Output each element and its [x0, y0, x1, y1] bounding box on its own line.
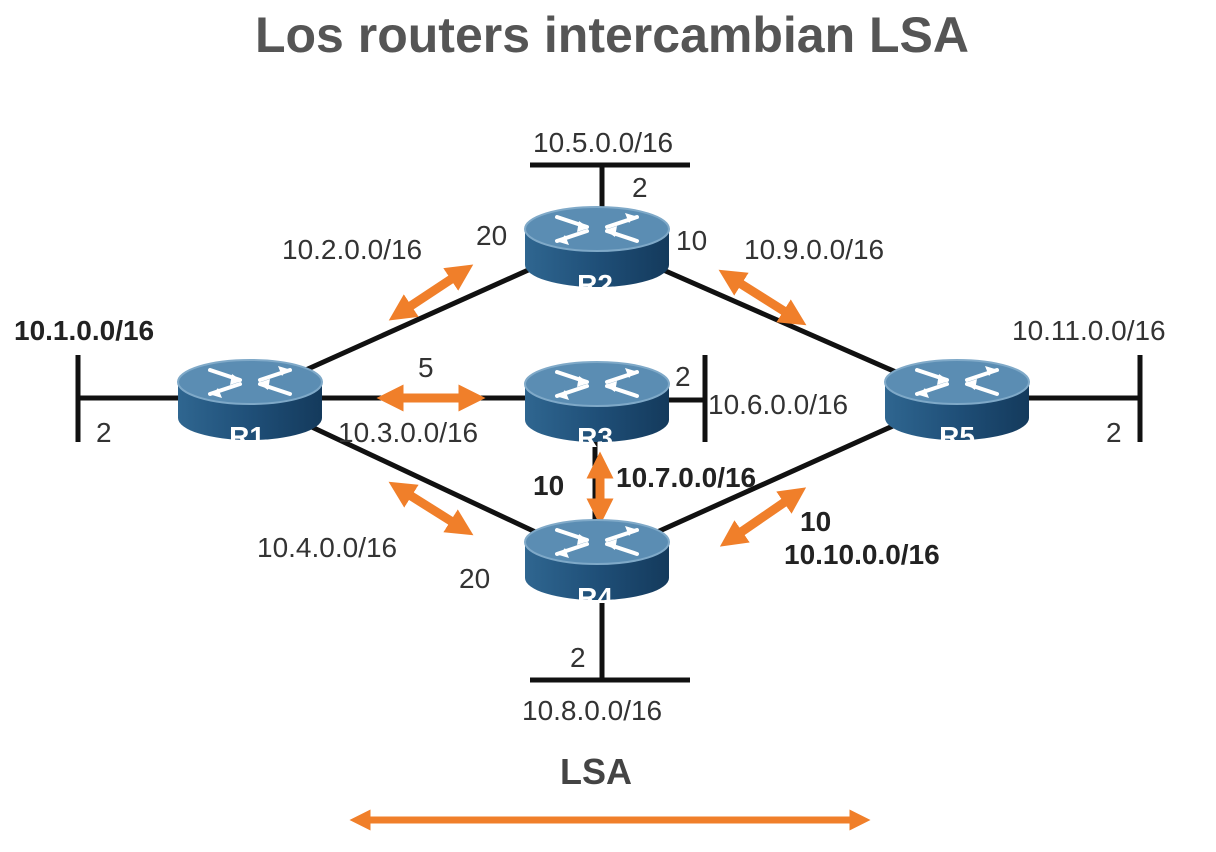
lsa-arrow-r1-r4: [388, 481, 474, 536]
network-label-10-8: 10.8.0.0/16: [522, 695, 662, 726]
network-label-10-7: 10.7.0.0/16: [616, 462, 756, 493]
router-label-r5: R5: [939, 421, 975, 452]
network-label-10-11: 10.11.0.0/16: [1012, 315, 1166, 346]
cost-label-r4-lan: 2: [570, 642, 586, 673]
router-label-r4: R4: [577, 582, 613, 613]
cost-label-r1-r2: 20: [476, 220, 507, 251]
cost-label-r1-r4: 20: [459, 563, 490, 594]
cost-label-r1-r3: 5: [418, 352, 434, 383]
legend: LSA: [349, 751, 871, 831]
cost-label-r2-lan: 2: [632, 172, 648, 203]
router-r1: R1: [176, 358, 324, 452]
diagram-title: Los routers intercambian LSA: [255, 7, 969, 63]
network-label-10-4: 10.4.0.0/16: [257, 532, 397, 563]
network-label-10-5: 10.5.0.0/16: [533, 127, 673, 158]
router-r4: R4: [523, 518, 671, 613]
router-r2: R2: [523, 205, 671, 300]
cost-label-r4-r5: 10: [800, 506, 831, 537]
router-label-r1: R1: [229, 421, 265, 452]
network-label-10-3: 10.3.0.0/16: [338, 417, 478, 448]
router-label-r3: R3: [577, 422, 613, 453]
cost-label-r3-r4: 10: [533, 470, 564, 501]
cost-label-r1-lan: 2: [96, 417, 112, 448]
cost-label-r3-lan: 2: [675, 361, 691, 392]
network-label-10-1: 10.1.0.0/16: [14, 315, 154, 346]
network-label-10-9: 10.9.0.0/16: [744, 234, 884, 265]
lsa-arrows: [376, 264, 807, 547]
cost-label-r5-lan: 2: [1106, 417, 1122, 448]
network-label-10-6: 10.6.0.0/16: [708, 389, 848, 420]
lsa-arrow-r4-r5: [719, 487, 807, 547]
router-r3: R3: [523, 360, 671, 453]
cost-label-r2-r5: 10: [676, 225, 707, 256]
network-label-10-2: 10.2.0.0/16: [282, 234, 422, 265]
router-label-r2: R2: [577, 269, 613, 300]
network-label-10-10: 10.10.0.0/16: [784, 539, 940, 570]
legend-label: LSA: [560, 751, 632, 792]
lsa-arrow-r2-r5: [718, 269, 807, 326]
lsa-arrow-r1-r2: [388, 264, 474, 321]
router-r5: R5: [883, 358, 1031, 452]
